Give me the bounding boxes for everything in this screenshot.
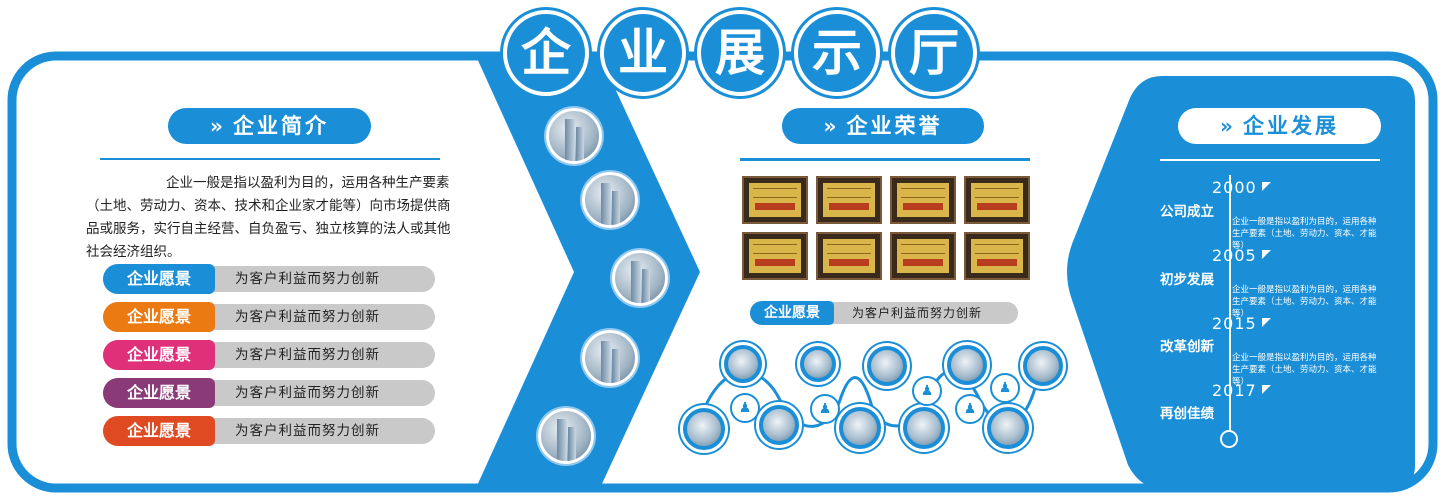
intro-heading: » 企业简介 — [168, 108, 371, 144]
ring-icon — [1220, 430, 1238, 448]
timeline-desc: 企业一般是指以盈利为目的，运用各种生产要素（土地、劳动力、资本、才能等） — [1232, 217, 1377, 251]
honor-heading-text: 企业荣誉 — [846, 114, 943, 138]
network-photo — [900, 404, 948, 452]
intro-heading-text: 企业简介 — [232, 114, 329, 138]
title-char: 厅 — [891, 10, 977, 96]
network-photo — [864, 343, 910, 389]
development-heading-text: 企业发展 — [1242, 114, 1339, 138]
timeline-stage: 公司成立 — [1160, 204, 1214, 220]
person-icon: ♟ — [990, 373, 1020, 403]
vision-pill-text: 为客户利益而努力创新 — [235, 309, 380, 325]
network-photo — [756, 402, 802, 448]
triangle-corner-icon — [1262, 385, 1271, 394]
vision-pill-label: 企业愿景 — [103, 302, 215, 332]
timeline-stage: 再创佳绩 — [1160, 406, 1214, 422]
person-icon: ♟ — [810, 394, 840, 424]
honor-plaque — [816, 232, 882, 280]
honor-plaque — [964, 176, 1030, 224]
network-photo — [797, 343, 839, 385]
title-char: 业 — [600, 10, 686, 96]
triangle-corner-icon — [1262, 250, 1271, 259]
building-photo — [538, 408, 594, 464]
timeline-stage: 初步发展 — [1160, 272, 1214, 288]
triangle-corner-icon — [1262, 182, 1271, 191]
building-photo — [582, 330, 638, 386]
center-vision-text: 为客户利益而努力创新 — [852, 306, 983, 320]
center-vision-pill: 企业愿景 为客户利益而努力创新 — [750, 301, 1018, 325]
vision-pill-text: 为客户利益而努力创新 — [235, 347, 380, 363]
vision-pill-label: 企业愿景 — [103, 340, 215, 370]
triangle-corner-icon — [1262, 318, 1271, 327]
vision-pill-label: 企业愿景 — [103, 264, 215, 294]
honor-plaque — [742, 232, 808, 280]
center-vision-label: 企业愿景 — [750, 301, 834, 325]
honor-plaque — [964, 232, 1030, 280]
network-photo — [944, 342, 990, 388]
vision-pill: 企业愿景 为客户利益而努力创新 — [103, 302, 435, 332]
vision-pill: 企业愿景 为客户利益而努力创新 — [103, 378, 435, 408]
person-icon: ♟ — [912, 376, 942, 406]
vision-pill-label: 企业愿景 — [103, 416, 215, 446]
honor-plaque — [816, 176, 882, 224]
honor-plaque — [890, 176, 956, 224]
timeline-year: 2017 — [1212, 381, 1257, 400]
vision-pill: 企业愿景 为客户利益而努力创新 — [103, 340, 435, 370]
timeline-year: 2015 — [1212, 314, 1257, 333]
network-photo — [680, 405, 728, 453]
vision-pill: 企业愿景 为客户利益而努力创新 — [103, 264, 435, 294]
network-photo — [984, 404, 1032, 452]
timeline-year: 2005 — [1212, 246, 1257, 265]
title-char: 示 — [794, 10, 880, 96]
honor-plaque — [742, 176, 808, 224]
network-photo — [1020, 343, 1066, 389]
intro-divider — [100, 158, 440, 160]
building-photo — [612, 250, 668, 306]
vision-pill-text: 为客户利益而努力创新 — [235, 271, 380, 287]
vision-pill: 企业愿景 为客户利益而努力创新 — [103, 416, 435, 446]
network-photo — [836, 404, 884, 452]
double-chevron-icon: » — [210, 114, 223, 138]
timeline-desc: 企业一般是指以盈利为目的，运用各种生产要素（土地、劳动力、资本、才能等） — [1232, 353, 1377, 387]
person-icon: ♟ — [730, 393, 760, 423]
double-chevron-icon: » — [823, 114, 837, 138]
honor-heading: » 企业荣誉 — [782, 108, 984, 144]
honor-plaque — [890, 232, 956, 280]
intro-paragraph: 企业一般是指以盈利为目的，运用各种生产要素（土地、劳动力、资本、技术和企业家才能… — [86, 175, 451, 260]
title-char: 展 — [697, 10, 783, 96]
timeline-stage: 改革创新 — [1160, 339, 1214, 355]
title-char: 企 — [503, 10, 589, 96]
timeline-desc: 企业一般是指以盈利为目的，运用各种生产要素（土地、劳动力、资本、才能等） — [1232, 285, 1377, 319]
person-icon: ♟ — [955, 394, 985, 424]
timeline-year: 2000 — [1212, 178, 1257, 197]
vision-pill-text: 为客户利益而努力创新 — [235, 385, 380, 401]
development-heading: » 企业发展 — [1178, 108, 1381, 144]
network-photo — [721, 342, 765, 386]
vision-pill-text: 为客户利益而努力创新 — [235, 423, 380, 439]
vision-pill-label: 企业愿景 — [103, 378, 215, 408]
double-chevron-icon: » — [1220, 114, 1233, 138]
building-photo — [546, 108, 602, 164]
building-photo — [582, 172, 638, 228]
